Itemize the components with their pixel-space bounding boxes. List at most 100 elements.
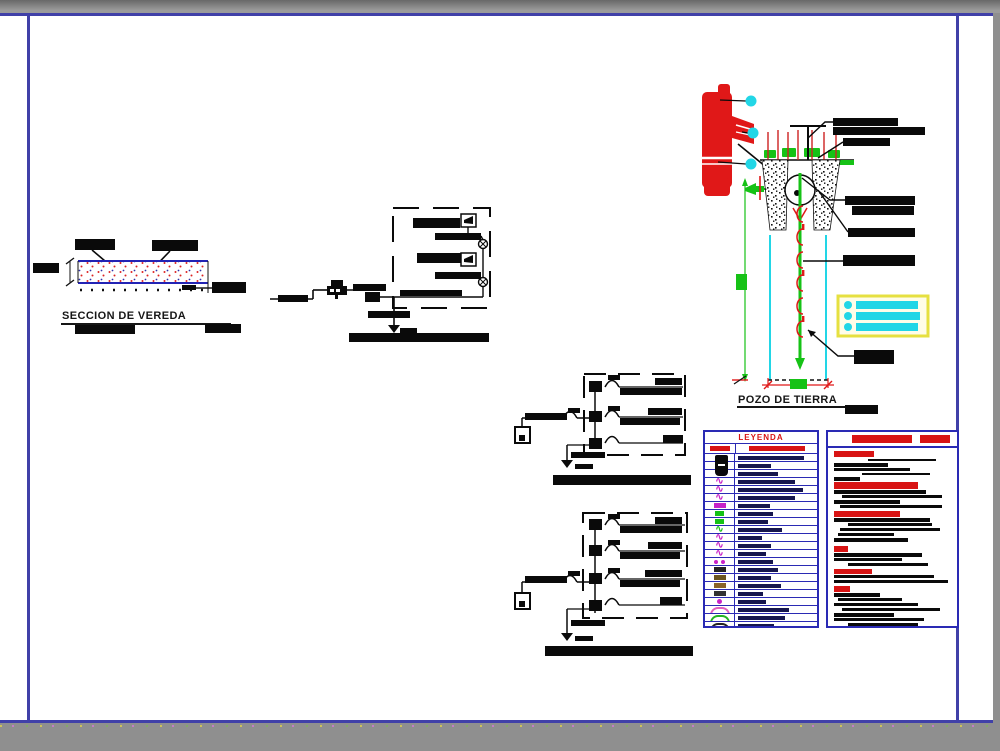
notes-panel [826,430,959,628]
legend-description-bar [738,599,767,604]
notes-heading-bar [834,546,848,552]
legend-row [705,453,817,461]
legend-symbol: ∿ [705,478,735,485]
legend-rows: ∿∿∿∿∿∿∿ [705,453,817,626]
legend-symbol [705,462,735,469]
legend-symbol [705,590,735,597]
ground-well-detail [700,84,930,390]
notes-heading-bar [834,482,918,489]
notes-text-bar [834,463,888,467]
notes-text-bar [834,477,860,481]
legend-description-bar [738,527,783,532]
section-dimension [33,257,75,287]
legend-row [705,469,817,477]
notes-text-bar [834,593,880,597]
legend-row: ∿ [705,493,817,501]
page-border-bottom [0,720,993,723]
notes-header [828,432,957,448]
notes-header-bar [920,435,950,443]
notes-heading-bar [834,569,872,574]
sidewalk-section-drawing [33,239,246,293]
legend-description-bar [738,591,764,596]
pozo-title-underline [737,406,872,408]
pozo-scale-block [845,405,878,414]
notes-text-bar [834,500,900,504]
notes-text-bar [834,558,902,561]
section-scale-block [75,325,135,334]
pozo-title: POZO DE TIERRA [738,394,838,406]
notes-text-bar [848,523,932,526]
legend-symbol: ∿ [705,550,735,557]
legend-row [705,517,817,525]
legend-symbol [705,518,735,525]
ground-connection [368,297,417,334]
legend-symbol [705,502,735,509]
main-single-line-diagram [270,207,491,342]
legend-row [705,621,817,626]
scan-artifact-dots [0,725,1000,727]
legend-description-bar [738,615,786,620]
notes-text-bar [834,490,926,494]
notes-text-bar [862,473,930,475]
notes-heading-bar [834,451,874,457]
legend-symbol: ∿ [705,542,735,549]
legend-description-bar [738,623,775,626]
notes-text-bar [842,495,942,498]
section-title: SECCION DE VEREDA [62,310,187,322]
legend-description-bar [738,503,770,508]
legend-description-bar [738,511,773,516]
notes-text-bar [834,575,934,578]
legend-row: ∿ [705,533,817,541]
legend-row [705,605,817,613]
legend-description-bar [738,455,805,460]
note-box [836,294,930,338]
legend-symbol [705,470,735,477]
ground-connection [561,444,605,469]
legend-description-bar [738,471,778,476]
notes-text-bar [834,618,924,621]
legend-row [705,581,817,589]
notes-text-bar [840,528,940,531]
notes-text-bar [838,598,902,601]
legend-header-symbol [705,444,736,453]
legend-symbol: ∿ [705,494,735,501]
notes-heading-bar [834,586,850,592]
branch-circuit-2 [417,248,489,297]
callout-labels [801,118,925,364]
legend-row: ∿ [705,525,817,533]
panel-diagram-1 [514,373,691,485]
legend-description-bar [738,551,767,556]
legend-row [705,573,817,581]
ground-connection [561,608,605,641]
legend-row [705,557,817,565]
notes-text-bar [834,603,918,606]
branches [589,375,683,449]
legend-description-bar [738,487,803,492]
panel-enclosure-dashed [392,207,491,309]
legend-symbol [705,558,735,565]
legend-row [705,589,817,597]
legend-row [705,565,817,573]
section-scale-block-2 [205,324,241,333]
legend-symbol: ∿ [705,526,735,533]
legend-symbol: ∿ [705,534,735,541]
notes-text-bar [834,580,948,583]
legend-symbol [705,582,735,589]
panel-enclosure-dashed [582,512,688,619]
legend-description-bar [738,583,781,588]
service-entrance [270,280,483,302]
legend-description-bar [738,519,769,524]
notes-text-bar [868,459,936,461]
diagram-title-bar [545,646,693,656]
depth-dimension [732,178,748,385]
legend-symbol [705,614,735,621]
notes-heading-bar [834,511,900,517]
legend-symbol [705,598,735,605]
legend-symbol: ∿ [705,486,735,493]
notes-text-bar [848,623,918,626]
width-dimension [762,378,834,390]
notes-text-bar [834,613,894,617]
panel-enclosure-dashed [583,373,686,456]
branches [589,514,685,611]
